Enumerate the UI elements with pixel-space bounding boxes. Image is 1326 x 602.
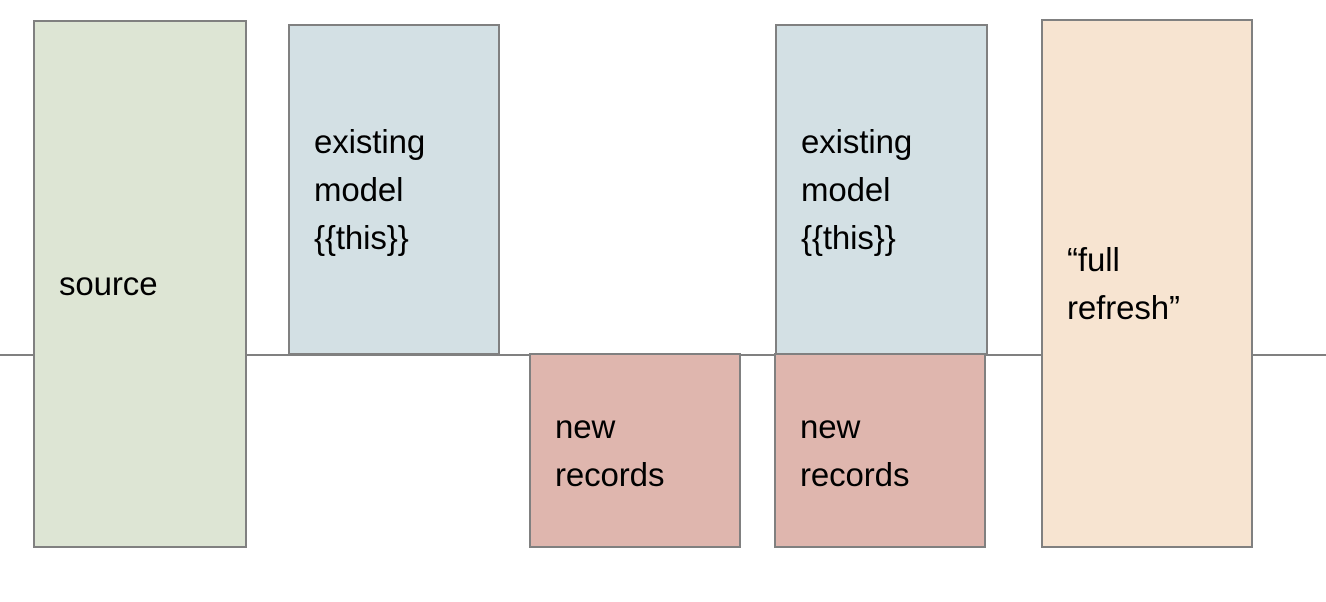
box-source[interactable]: source: [33, 20, 247, 548]
box-existing-model-2[interactable]: existing model {{this}}: [775, 24, 988, 355]
box-full-refresh[interactable]: “full refresh”: [1041, 19, 1253, 548]
box-label-line: “full: [1067, 240, 1120, 278]
box-existing-model-1[interactable]: existing model {{this}}: [288, 24, 500, 355]
box-label-line: model: [801, 170, 891, 208]
box-label-line: records: [800, 455, 910, 493]
box-label-line: {{this}}: [801, 218, 896, 256]
box-new-records-1[interactable]: new records: [529, 353, 741, 548]
box-new-records-2[interactable]: new records: [774, 353, 986, 548]
box-label-line: records: [555, 455, 665, 493]
box-label-line: existing: [801, 122, 913, 160]
box-label-line: {{this}}: [314, 218, 409, 256]
box-label-line: new: [555, 407, 616, 445]
box-label-line: existing: [314, 122, 426, 160]
box-label-line: refresh”: [1067, 288, 1180, 326]
box-label-line: source: [59, 265, 158, 302]
box-label-line: model: [314, 170, 404, 208]
box-label-line: new: [800, 407, 861, 445]
